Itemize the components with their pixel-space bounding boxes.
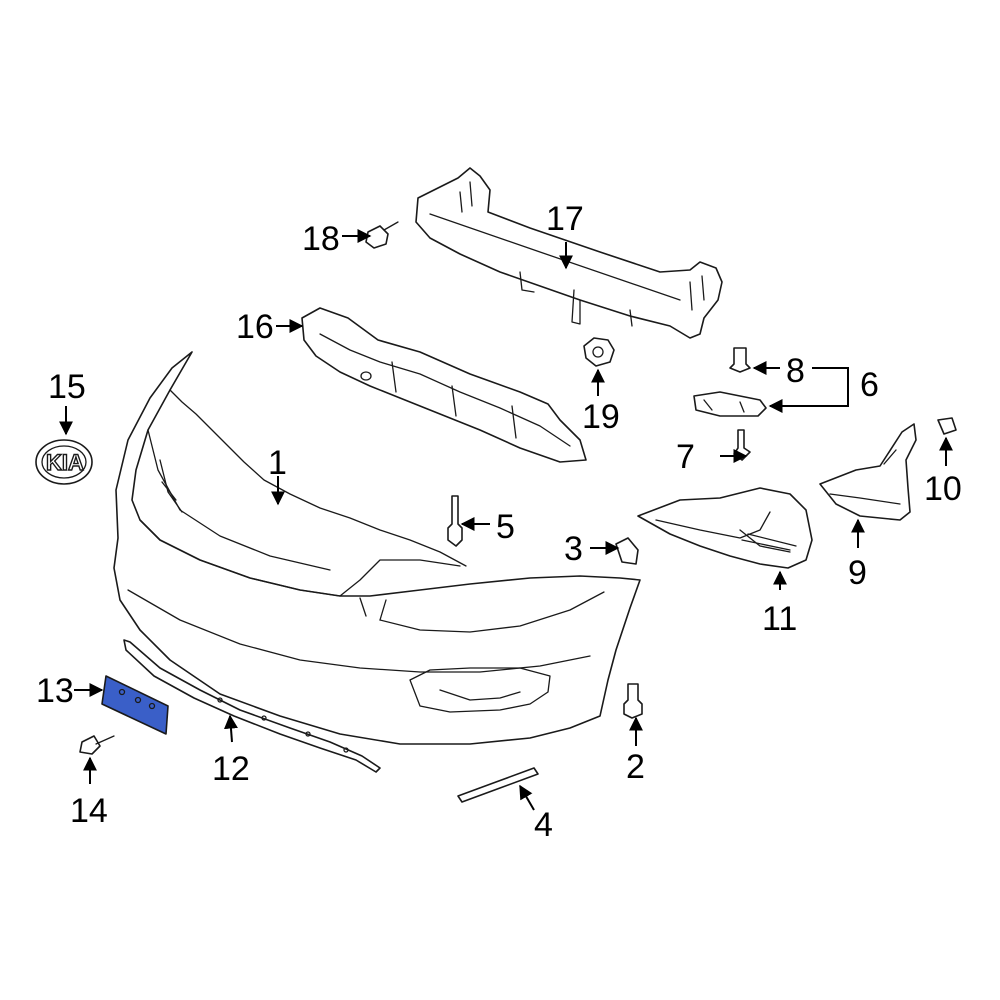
lower-molding	[123, 639, 381, 773]
callout-15: 15	[48, 368, 86, 406]
callout-12: 12	[212, 750, 250, 788]
push-clip-part-8	[729, 347, 751, 373]
trim-strip-part-4	[457, 767, 539, 803]
nut-part-19	[583, 337, 615, 367]
callout-3: 3	[564, 530, 583, 568]
energy-absorber	[301, 307, 587, 463]
fog-lamp-bezel	[637, 487, 813, 569]
callout-6: 6	[860, 366, 879, 404]
callout-1: 1	[268, 444, 287, 482]
bracket-plate	[101, 675, 169, 735]
emblem: KIA	[35, 439, 93, 485]
push-pin-part-5	[447, 495, 463, 547]
leader-lines	[59, 229, 953, 811]
callout-17: 17	[546, 200, 584, 238]
bumper-reinforcement-beam	[415, 167, 723, 339]
screw-part-14	[79, 735, 115, 755]
callout-labels: 1 2 3 4 5 6 7 8 9 10 11 12 13 14 15 16 1…	[36, 200, 962, 844]
side-bracket-part-9	[819, 423, 917, 521]
bracket-part-6	[693, 391, 767, 417]
callout-4: 4	[534, 806, 553, 844]
callout-13: 13	[36, 672, 74, 710]
license-plate-bracket	[101, 675, 169, 735]
bolt-part-18	[365, 221, 399, 249]
callout-14: 14	[70, 792, 108, 830]
bolt-part-2	[623, 683, 643, 719]
clip-part-10	[937, 417, 957, 435]
emblem-logo-text: KIA	[46, 450, 84, 475]
callout-5: 5	[496, 508, 515, 546]
callout-11: 11	[762, 600, 797, 638]
callout-2: 2	[626, 748, 645, 786]
callout-19: 19	[582, 398, 620, 436]
bumper-cover	[113, 351, 641, 745]
callout-16: 16	[236, 308, 274, 346]
callout-9: 9	[848, 554, 867, 592]
callout-18: 18	[302, 220, 340, 258]
callout-10: 10	[924, 470, 962, 508]
callout-7: 7	[676, 438, 695, 476]
callout-8: 8	[786, 352, 805, 390]
clip-part-3	[615, 537, 639, 565]
